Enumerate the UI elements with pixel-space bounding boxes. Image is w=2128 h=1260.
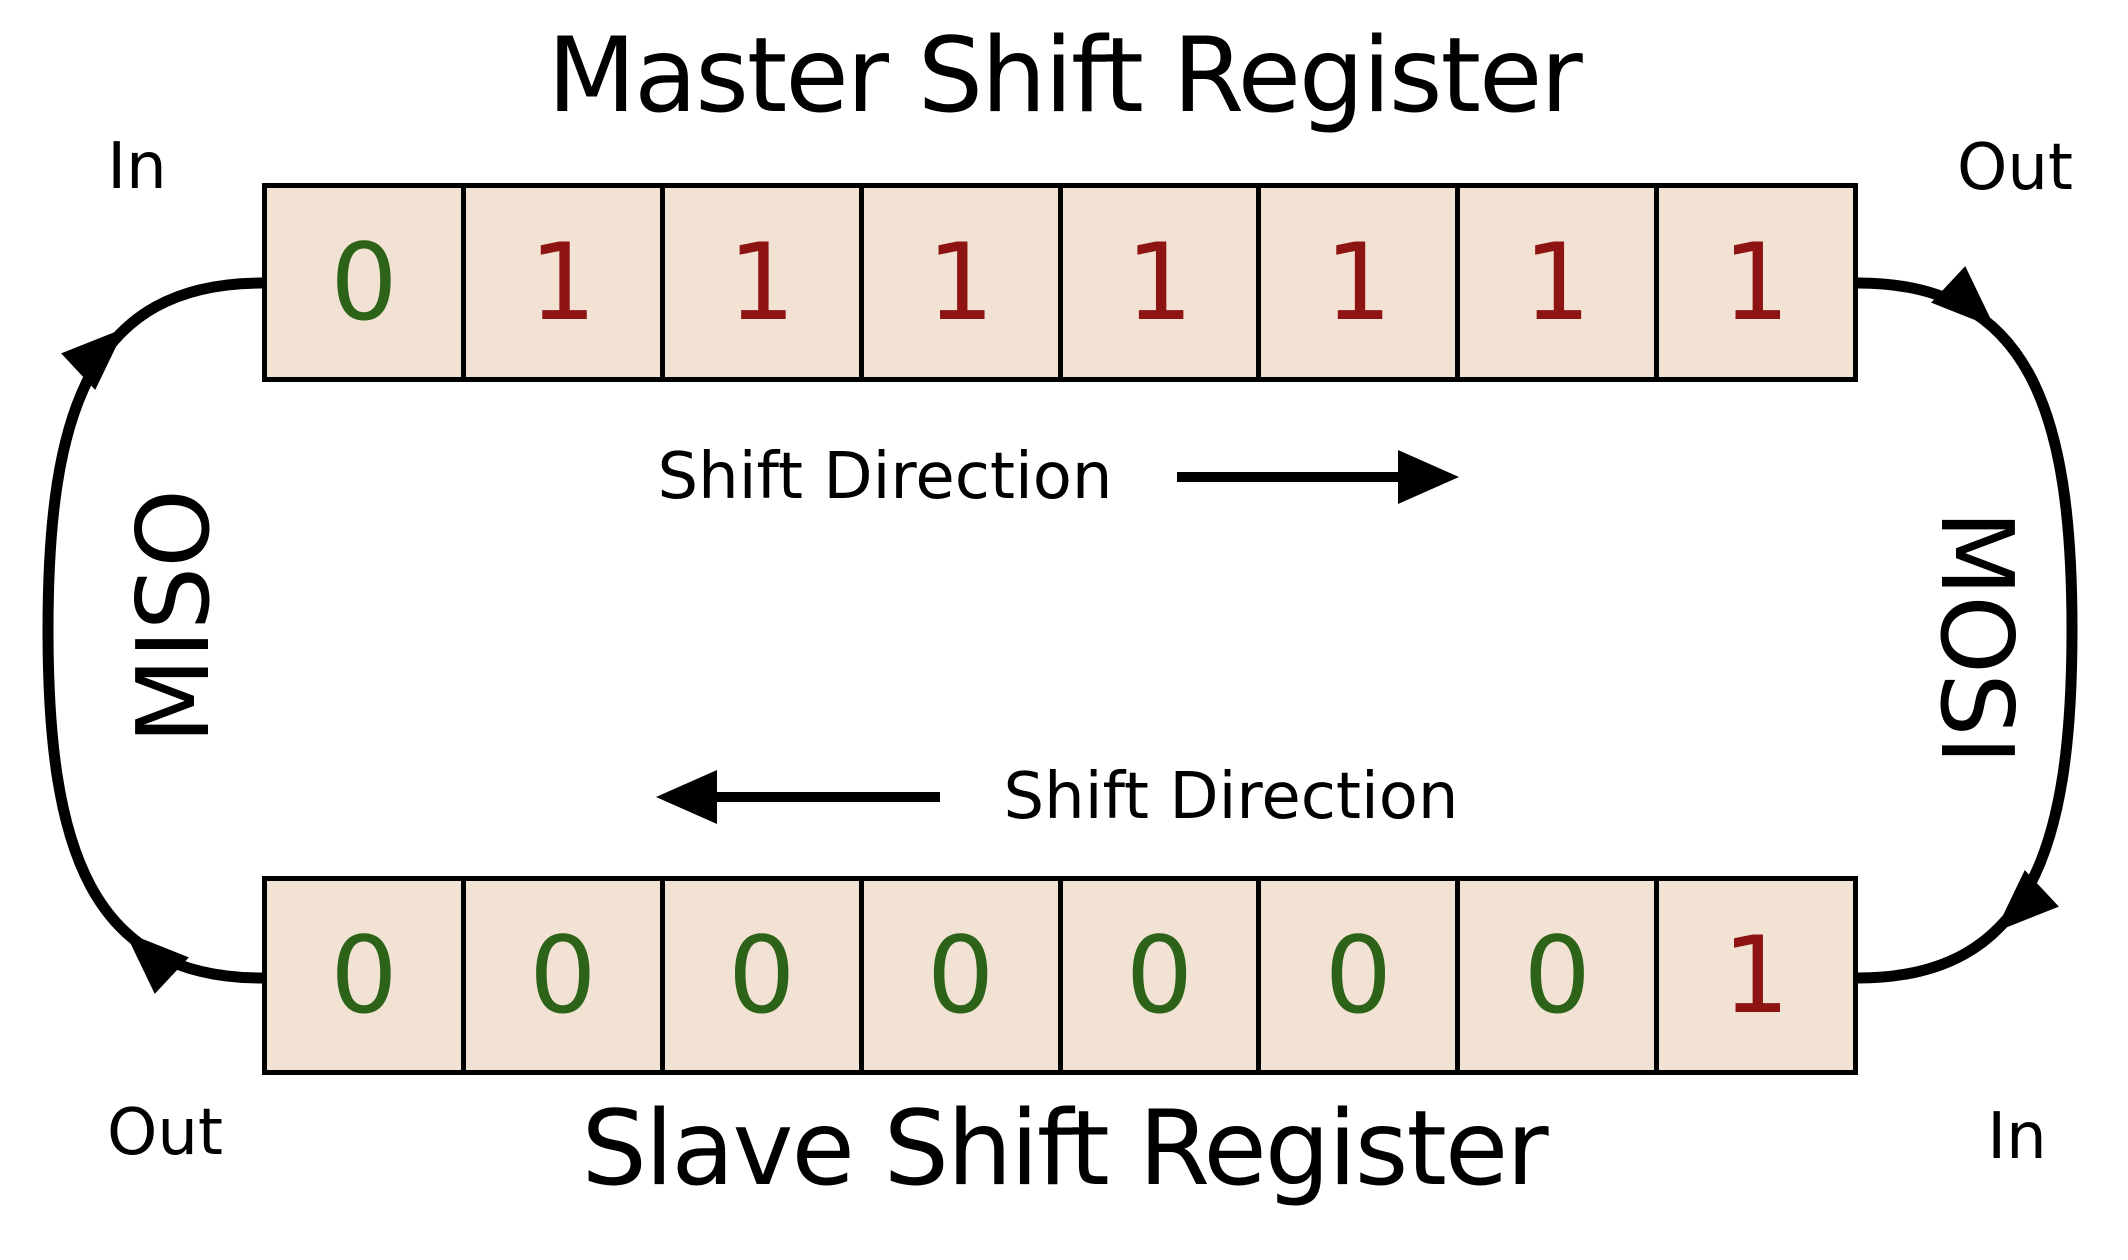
master-bit-cell: 1: [1261, 188, 1461, 377]
mosi-label: MOSI: [1918, 510, 2035, 764]
miso-wire: [42, 277, 263, 994]
slave-bit-4: 0: [1125, 913, 1194, 1037]
master-bit-cell: 1: [466, 188, 665, 377]
slave-in-label: In: [1987, 1100, 2047, 1174]
master-bit-cell: 1: [1659, 188, 1853, 377]
slave-bit-cell: 0: [1261, 881, 1461, 1070]
miso-out-arrowhead: [125, 932, 189, 994]
master-bit-0: 0: [330, 220, 398, 344]
master-shift-register: 0 1 1 1 1 1 1 1: [262, 183, 1858, 382]
master-bit-cell: 1: [665, 188, 864, 377]
master-bit-cell: 1: [1063, 188, 1262, 377]
master-bit-3: 1: [926, 220, 995, 344]
master-bit-2: 1: [727, 220, 796, 344]
mosi-in-arrowhead: [1995, 870, 2059, 932]
shift-direction-left-arrow: [656, 770, 940, 824]
master-bit-4: 1: [1125, 220, 1194, 344]
master-out-label: Out: [1956, 131, 2074, 205]
slave-bit-1: 0: [529, 913, 597, 1037]
miso-in-arrowhead: [61, 328, 125, 390]
slave-bit-cell: 0: [267, 881, 466, 1070]
slave-bit-cell: 0: [665, 881, 864, 1070]
master-register-title: Master Shift Register: [547, 16, 1582, 136]
master-bit-cell: 0: [267, 188, 466, 377]
slave-register-title: Slave Shift Register: [581, 1089, 1548, 1209]
shift-direction-right-arrow: [1177, 450, 1459, 504]
master-bit-5: 1: [1324, 220, 1393, 344]
master-bit-cell: 1: [1460, 188, 1660, 377]
slave-bit-cell: 1: [1659, 881, 1853, 1070]
miso-label: MISO: [115, 490, 232, 744]
slave-bit-cell: 0: [864, 881, 1063, 1070]
slave-bit-cell: 0: [466, 881, 665, 1070]
slave-shift-register: 0 0 0 0 0 0 0 1: [262, 876, 1858, 1075]
slave-bit-7: 1: [1722, 913, 1790, 1037]
slave-bit-0: 0: [330, 913, 398, 1037]
slave-out-label: Out: [106, 1096, 224, 1170]
slave-bit-6: 0: [1523, 913, 1591, 1037]
mosi-wire: [1857, 266, 2078, 984]
master-bit-7: 1: [1722, 220, 1790, 344]
slave-bit-3: 0: [926, 913, 995, 1037]
master-shift-direction-label: Shift Direction: [657, 440, 1113, 514]
master-bit-1: 1: [529, 220, 597, 344]
master-in-label: In: [107, 130, 167, 204]
slave-bit-cell: 0: [1063, 881, 1262, 1070]
mosi-out-arrowhead: [1931, 266, 1995, 328]
slave-bit-cell: 0: [1460, 881, 1660, 1070]
slave-bit-5: 0: [1324, 913, 1393, 1037]
master-bit-cell: 1: [864, 188, 1063, 377]
slave-bit-2: 0: [727, 913, 796, 1037]
master-bit-6: 1: [1523, 220, 1591, 344]
slave-shift-direction-label: Shift Direction: [1003, 760, 1459, 834]
